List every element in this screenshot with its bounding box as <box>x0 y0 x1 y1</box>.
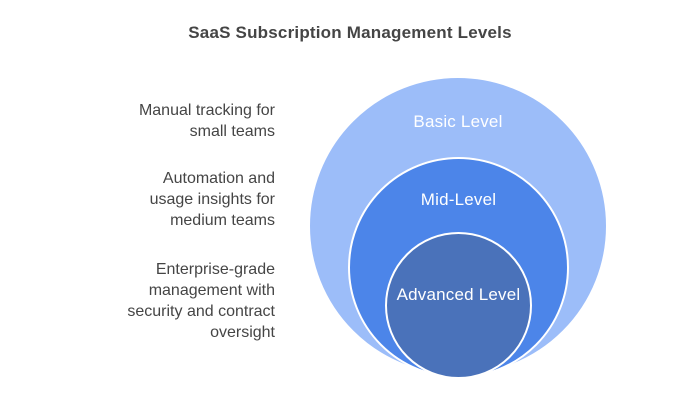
level-description-mid: Automation and usage insights for medium… <box>149 170 275 229</box>
label-mid-level: Mid-Level <box>420 190 497 209</box>
circle-advanced-level <box>385 232 532 379</box>
diagram-title: SaaS Subscription Management Levels <box>188 23 512 42</box>
label-advanced-level: Advanced Level <box>396 285 521 304</box>
level-description-basic: Manual tracking for small teams <box>138 102 275 140</box>
label-basic-level: Basic Level <box>413 112 503 131</box>
level-description-advanced: Enterprise-grade management with securit… <box>127 261 275 341</box>
